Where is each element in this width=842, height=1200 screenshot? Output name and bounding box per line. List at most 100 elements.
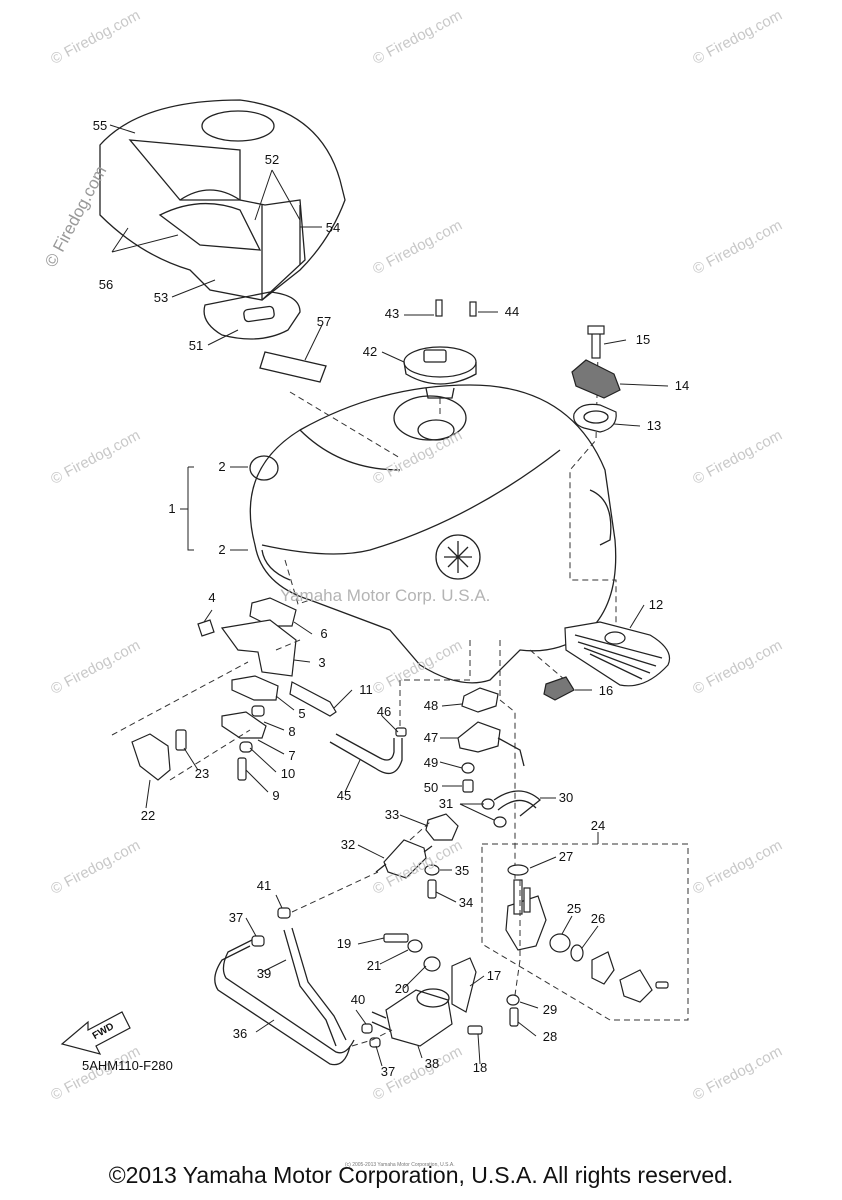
part-37b <box>369 1037 381 1048</box>
fwd-arrow <box>60 1011 131 1055</box>
callout-43: 43 <box>384 306 400 321</box>
callout-35: 35 <box>454 863 470 878</box>
tank-leader-d <box>284 559 311 605</box>
callout-21: 21 <box>366 958 382 973</box>
callout-26: 26 <box>590 911 606 926</box>
callout-29: 29 <box>542 1002 558 1017</box>
callout-9: 9 <box>272 788 280 803</box>
pad-51-slot <box>243 305 275 323</box>
part-45 <box>329 738 403 775</box>
part-36 <box>214 945 351 1066</box>
callout-15: 15 <box>635 332 651 347</box>
watermark-center: Yamaha Motor Corp. U.S.A. <box>280 586 491 605</box>
callout-4: 4 <box>208 590 216 605</box>
part-48 <box>461 687 499 713</box>
callout-8: 8 <box>288 724 296 739</box>
callout-42: 42 <box>362 344 378 359</box>
callout-19: 19 <box>336 936 352 951</box>
callout-28: 28 <box>542 1029 558 1044</box>
bracket-leader-c <box>275 639 301 651</box>
part-31b <box>493 816 507 828</box>
callout-37-top: 37 <box>228 910 244 925</box>
callout-47: 47 <box>423 730 439 745</box>
part-49 <box>461 762 475 774</box>
callout-32: 32 <box>340 837 356 852</box>
petcock-box <box>481 843 689 1021</box>
callout-24: 24 <box>590 818 606 833</box>
callout-1: 1 <box>168 501 176 516</box>
callout-22: 22 <box>140 808 156 823</box>
callout-46: 46 <box>376 704 392 719</box>
part-35 <box>424 864 440 876</box>
callout-37-bottom: 37 <box>380 1064 396 1079</box>
tank-leader-g <box>529 649 566 681</box>
tiny-copyright-note: (c) 2005-2013 Yamaha Motor Corporation, … <box>345 1162 455 1168</box>
callout-23: 23 <box>194 766 210 781</box>
part-16 <box>543 676 575 701</box>
callout-31: 31 <box>438 796 454 811</box>
petcock-leader <box>514 880 521 996</box>
callout-16: 16 <box>598 683 614 698</box>
bracket-group <box>131 597 337 781</box>
tank-cover <box>99 99 346 301</box>
callout-39: 39 <box>256 966 272 981</box>
callout-40: 40 <box>350 992 366 1007</box>
callout-14: 14 <box>674 378 690 393</box>
fuel-tank <box>249 384 617 684</box>
copyright-footer: ©2013 Yamaha Motor Corporation, U.S.A. A… <box>108 1162 734 1188</box>
callout-10: 10 <box>280 766 296 781</box>
callout-11: 11 <box>359 682 373 697</box>
part-33 <box>425 813 459 841</box>
callout-53: 53 <box>153 290 169 305</box>
callout-7: 7 <box>288 748 296 763</box>
label-57 <box>259 351 327 383</box>
callout-2-top: 2 <box>218 459 226 474</box>
petcock <box>505 864 669 1027</box>
part-14 <box>571 359 621 399</box>
part-13 <box>573 403 617 433</box>
callout-55: 55 <box>92 118 108 133</box>
tank-leader-e <box>399 640 471 735</box>
part-46 <box>395 727 407 737</box>
callout-13: 13 <box>646 418 662 433</box>
part-47 <box>457 721 501 753</box>
callout-38: 38 <box>424 1056 440 1071</box>
callout-12: 12 <box>648 597 664 612</box>
callout-49: 49 <box>423 755 439 770</box>
callout-45: 45 <box>336 788 352 803</box>
callout-2-bottom: 2 <box>218 542 226 557</box>
callout-57: 57 <box>316 314 332 329</box>
bracket-leader-b <box>169 729 251 781</box>
callout-48: 48 <box>423 698 439 713</box>
callout-56: 56 <box>98 277 114 292</box>
callout-30: 30 <box>558 790 574 805</box>
callout-27: 27 <box>558 849 574 864</box>
callout-52: 52 <box>264 152 280 167</box>
part-41 <box>277 907 291 919</box>
callout-36: 36 <box>232 1026 248 1041</box>
fuel-pump <box>371 933 483 1047</box>
part-37a <box>251 935 265 947</box>
callout-44: 44 <box>504 304 520 319</box>
callout-54: 54 <box>325 220 341 235</box>
pump-leader-c <box>351 1029 393 1047</box>
callout-3: 3 <box>318 655 326 670</box>
pump-leader-a <box>291 871 379 913</box>
callout-41: 41 <box>256 878 272 893</box>
callout-20: 20 <box>394 981 410 996</box>
leader-lines <box>109 124 669 1067</box>
callout-17: 17 <box>486 968 502 983</box>
tank-leader-a <box>289 391 401 459</box>
callout-34: 34 <box>458 895 474 910</box>
callout-33: 33 <box>384 807 400 822</box>
part-34 <box>427 879 437 899</box>
callout-50: 50 <box>423 780 439 795</box>
part-32 <box>383 839 427 879</box>
bracket-leader-a <box>111 661 249 736</box>
tank-leader-f <box>499 640 516 890</box>
part-39 <box>283 929 337 1047</box>
pad-51 <box>203 291 301 340</box>
callout-6: 6 <box>320 626 328 641</box>
part-30 <box>493 790 542 817</box>
